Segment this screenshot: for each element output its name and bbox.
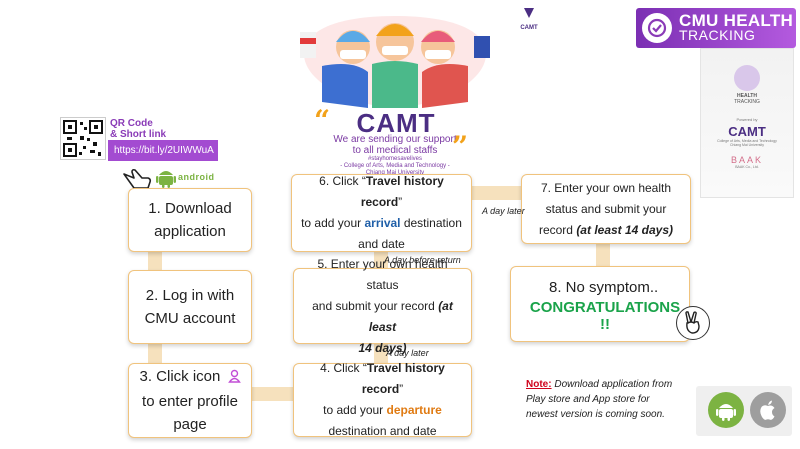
cmu-health-tracking-banner: CMU HEALTH TRACKING: [636, 8, 796, 48]
step-6-arrival: arrival: [364, 216, 401, 230]
step-8-line-1: 8. No symptom..: [549, 278, 659, 296]
step-6-l2c: destination: [400, 216, 462, 230]
step-7-line-1: 7. Enter your own health: [540, 180, 672, 195]
step-5-l2b: (at least: [368, 298, 453, 334]
camt-small-logo: CAMT: [516, 6, 542, 36]
phone-baak-logo: BAAK: [730, 155, 763, 165]
step-6-l2a: to add your: [301, 216, 365, 230]
step-6-pre: 6. Click “: [319, 174, 366, 188]
phone-powered: Powered by: [736, 117, 758, 122]
step-2-card: 2. Log in with CMU account: [128, 270, 252, 344]
step-7-l3b: (at least 14 days): [576, 222, 674, 237]
step-1-line-2: application: [154, 223, 226, 240]
step-3-text: 3. Click icon: [139, 368, 221, 385]
step-3-card: 3. Click icon to enter profile page: [128, 363, 252, 438]
note-text-2: Play store and App store for: [526, 394, 650, 405]
connector: [374, 344, 388, 364]
step-3-line-3: page: [173, 416, 207, 433]
step-5-line-1: 5. Enter your own health status: [317, 256, 448, 292]
hero-college-2: Chiang Mai University: [365, 170, 425, 176]
step-4-line-3: destination and date: [328, 424, 437, 438]
phone-baak-sub: BAAK Co., Ltd.: [735, 165, 759, 169]
step-6-card: 6. Click “Travel history record” to add …: [291, 174, 472, 252]
short-link[interactable]: https://bit.ly/2UIWWuA: [108, 140, 218, 161]
android-icon: [156, 166, 176, 193]
profile-icon: [227, 367, 241, 390]
connector: [374, 250, 388, 270]
label-day-later-2: A day later: [386, 348, 429, 358]
label-day-later-1: A day later: [482, 206, 525, 216]
step-4-departure: departure: [386, 403, 442, 417]
phone-college: College of Arts, Media and Technology: [717, 139, 777, 143]
qr-title-2: & Short link: [110, 129, 167, 140]
apple-store-icon[interactable]: [750, 392, 786, 428]
connector: [148, 250, 162, 270]
camt-small-label: CAMT: [520, 25, 538, 31]
step-7-l3a: record: [538, 222, 577, 237]
hero-illustration: [298, 2, 492, 110]
phone-screen-mockup: HEALTH TRACKING Powered by CAMT College …: [700, 48, 794, 198]
note-label: Note:: [526, 379, 552, 390]
health-tracking-emblem-icon: [734, 65, 760, 91]
step-6-post: ”: [398, 195, 403, 209]
health-tracking-logo-icon: [642, 13, 672, 43]
phone-camt-logo: CAMT: [701, 124, 793, 139]
step-3-line-1: 3. Click icon: [139, 365, 241, 390]
step-3-line-2: to enter profile: [142, 393, 238, 410]
hero-sub-2: to all medical staffs: [352, 145, 438, 156]
step-4-post: ”: [399, 382, 404, 396]
step-6-bold: Travel history record: [360, 174, 444, 209]
brand-line-1: CMU HEALTH: [679, 11, 794, 30]
open-quote-icon: “: [314, 104, 331, 137]
hero-title-text: CAMT: [356, 108, 436, 138]
store-icons: [696, 386, 792, 436]
step-4-pre: 4. Click “: [320, 361, 367, 375]
step-4-card: 4. Click “Travel history record” to add …: [293, 361, 472, 438]
step-8-card: 8. No symptom.. CONGRATULATIONS !!: [510, 266, 690, 342]
label-day-before-return: A day before return: [384, 255, 461, 265]
phone-label-1: HEALTH: [737, 93, 757, 99]
step-4-bold: Travel history record: [361, 361, 445, 396]
step-5-line-3: 14 days): [358, 340, 407, 355]
brand-line-2: TRACKING: [679, 27, 756, 43]
phone-camt-text: CAMT: [728, 124, 766, 139]
hero-subtitle: We are sending our support to all medica…: [320, 134, 470, 177]
qr-code[interactable]: [60, 117, 106, 160]
connector: [596, 242, 610, 266]
android-store-icon[interactable]: [708, 392, 744, 428]
connector: [472, 186, 522, 200]
step-2-line-2: CMU account: [144, 310, 236, 327]
step-5-l2a: and submit your record: [312, 298, 439, 313]
hand-pointer-icon: [120, 164, 154, 195]
qr-title: QR Code & Short link: [110, 118, 166, 140]
step-1-line-1: 1. Download: [148, 200, 232, 217]
close-quote-icon: ”: [452, 130, 469, 163]
step-5-card: 5. Enter your own health status and subm…: [293, 257, 472, 355]
step-7-line-2: status and submit your: [545, 201, 667, 216]
hero-college-1: - College of Arts, Media and Technology …: [340, 163, 450, 169]
phone-label-2: TRACKING: [734, 99, 760, 105]
victory-hand-icon: [676, 306, 710, 340]
step-4-l2a: to add your: [323, 403, 387, 417]
note-block: Note: Download application from Play sto…: [526, 377, 696, 422]
hero-tag: #stayhomesavelives: [367, 156, 423, 162]
phone-uni: Chiang Mai University: [729, 143, 765, 147]
connector: [250, 387, 294, 401]
step-1-card: 1. Download application: [128, 188, 252, 252]
connector: [148, 342, 162, 364]
hero-title: CAMT: [336, 108, 456, 139]
step-7-card: 7. Enter your own health status and subm…: [521, 174, 691, 244]
note-text-1: Download application from: [551, 379, 673, 390]
qr-title-1: QR Code: [110, 118, 153, 129]
hero-sub-1: We are sending our support: [333, 134, 457, 145]
android-wordmark: android: [178, 172, 215, 182]
step-8-congrats: CONGRATULATIONS !!: [529, 298, 681, 333]
step-2-line-1: 2. Log in with: [145, 287, 235, 304]
note-text-3: newest version is coming soon.: [526, 409, 665, 420]
step-6-line-3: and date: [358, 237, 405, 251]
